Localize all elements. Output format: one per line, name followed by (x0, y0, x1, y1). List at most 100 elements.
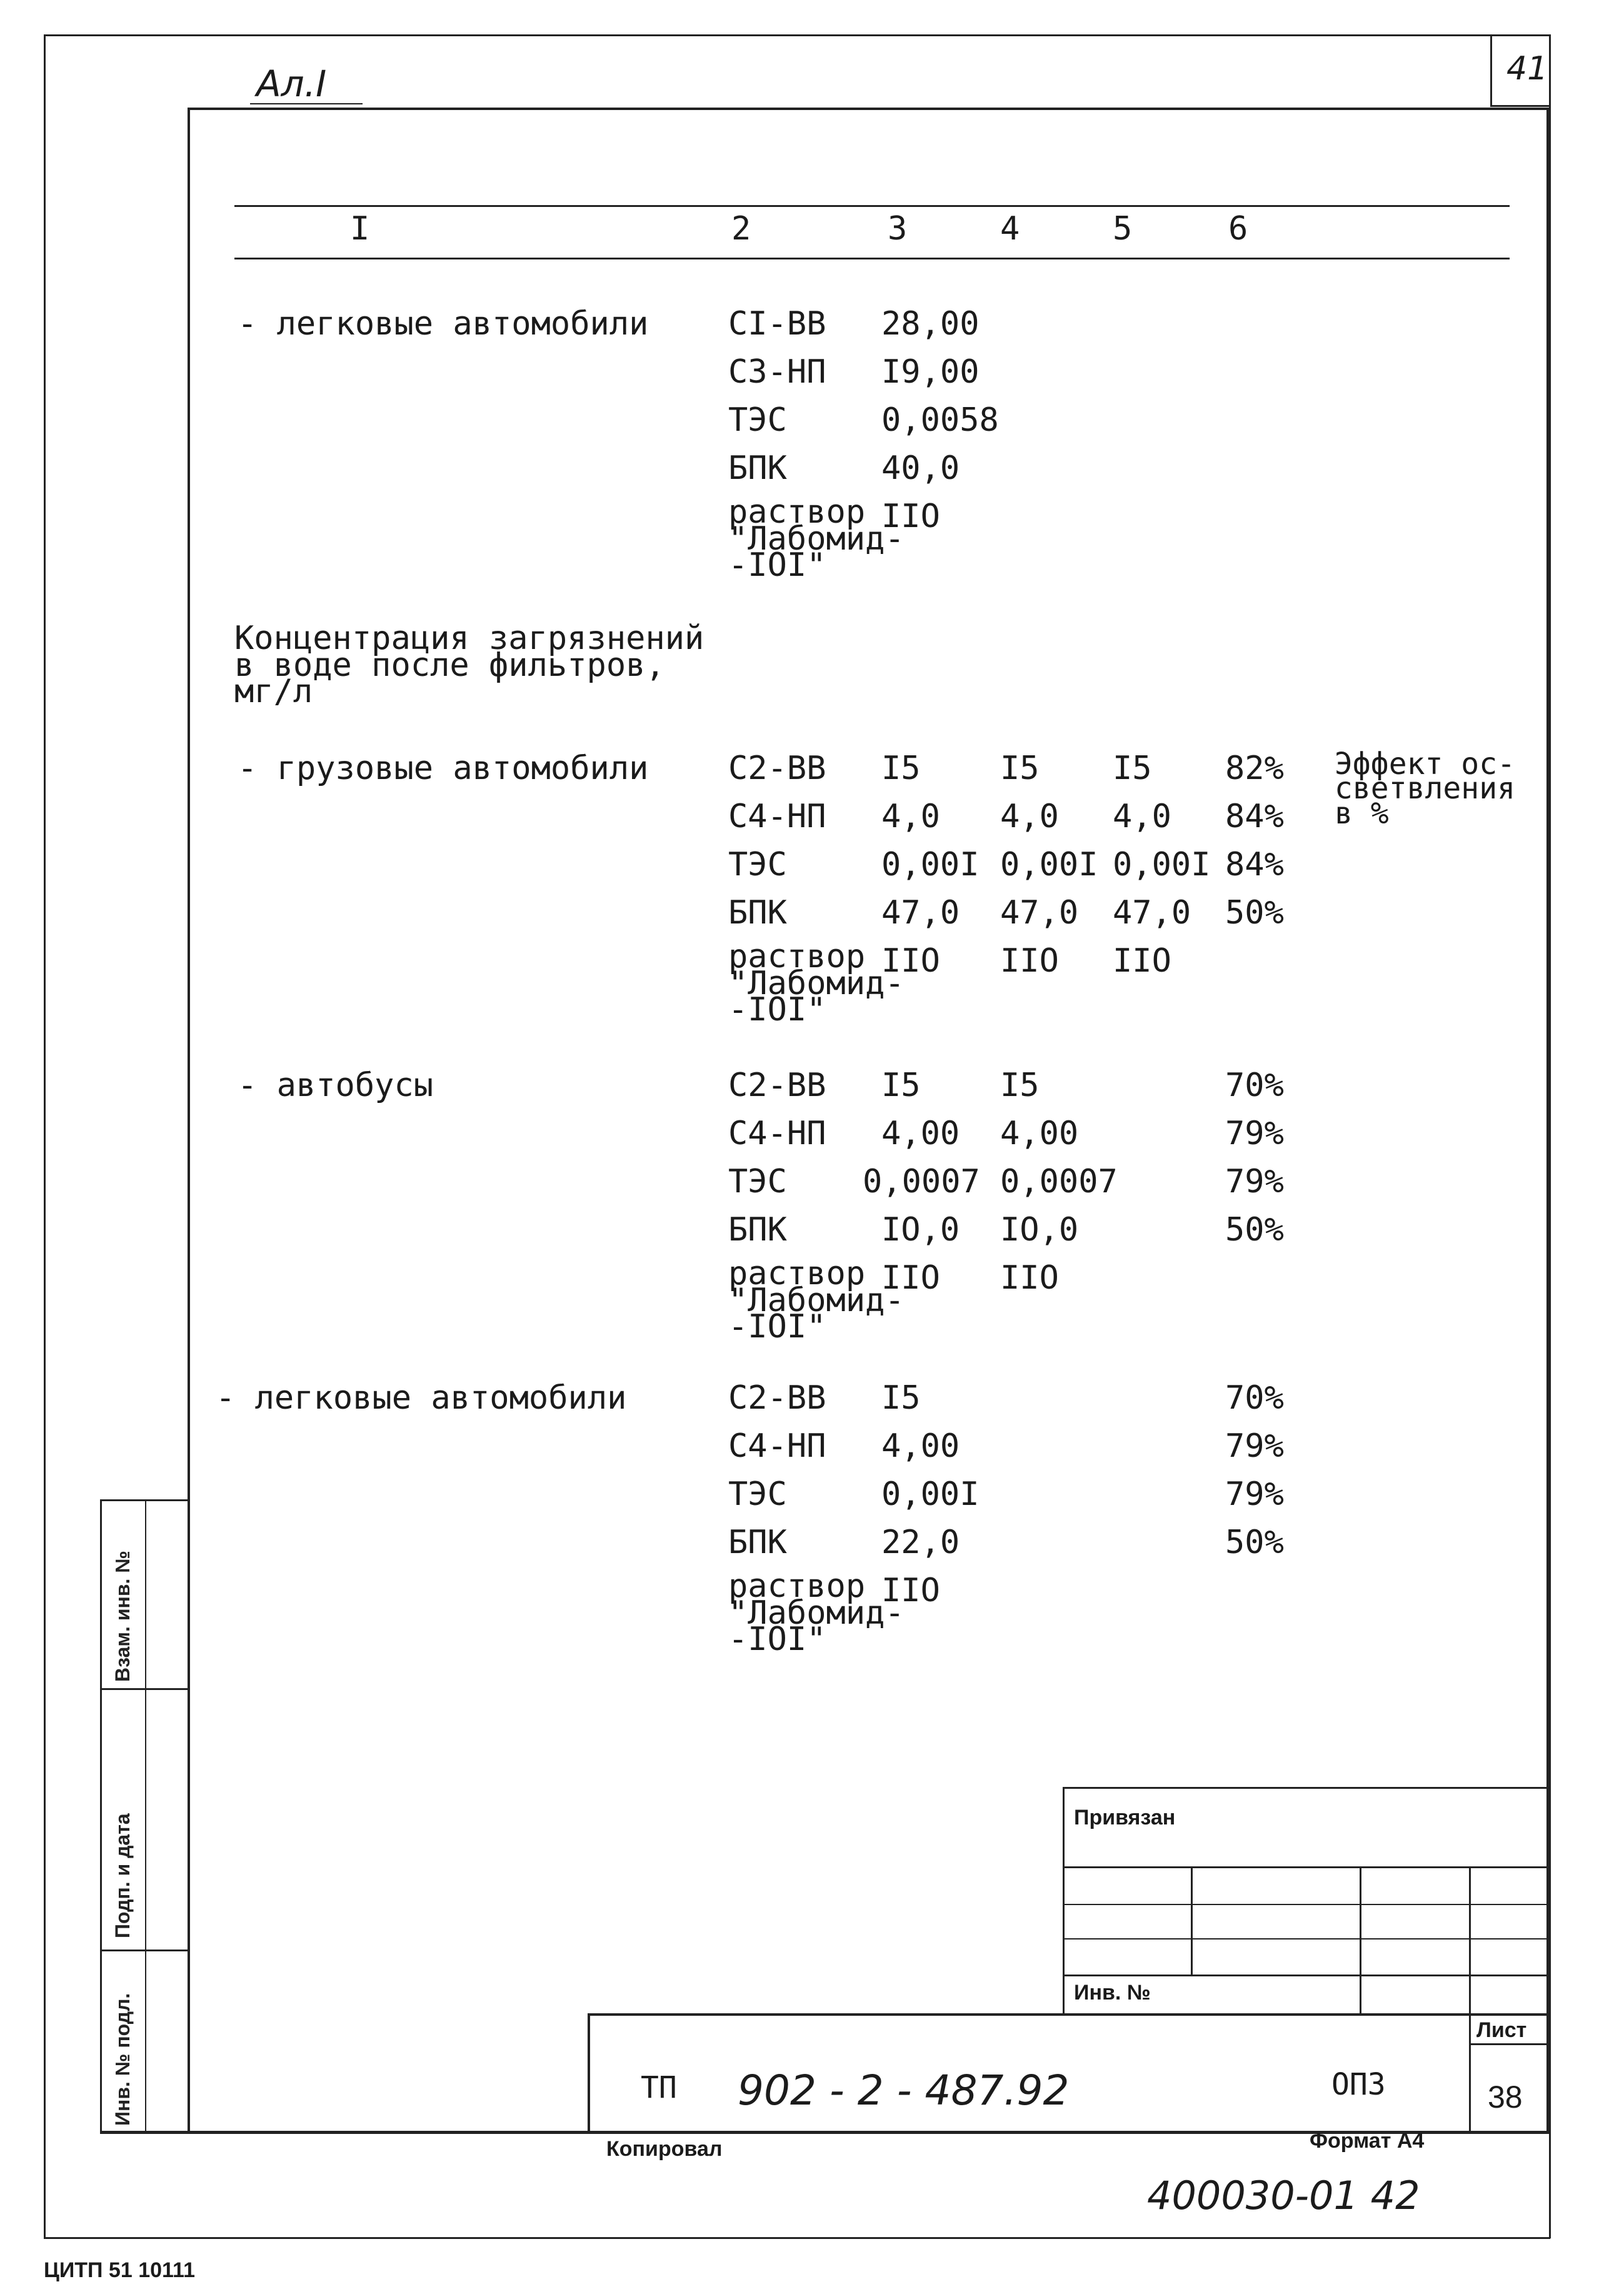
section3-row1-c4: 4,00 (1000, 1115, 1079, 1152)
section4-row3-c3: 22,0 (881, 1524, 960, 1561)
section2-row0-code: C2-BB (728, 750, 826, 787)
section3-row4-c4: IIO (1000, 1259, 1059, 1297)
header-rule-bottom (234, 258, 1510, 259)
section4-row2-c6: 79% (1225, 1476, 1284, 1513)
section1-row4-code: раствор "Лабомид- -IOI" (728, 493, 905, 585)
section2-row0-c3: I5 (881, 750, 921, 787)
section2-row3-c3: 47,0 (881, 894, 960, 932)
section4-row2-c3: 0,00I (881, 1476, 980, 1513)
section3-row2-c6: 79% (1225, 1163, 1284, 1200)
tb-col2 (1360, 1866, 1361, 2013)
section3-row1-code: C4-HП (728, 1115, 826, 1152)
top-left-note: Ал.I (256, 63, 327, 105)
stamp-inv-podl: Инв. № подл. (111, 1993, 134, 2126)
section4-row0-c3: I5 (881, 1379, 921, 1417)
section4-row2-code: ТЭС (728, 1476, 787, 1513)
section2-row0-c5: I5 (1113, 750, 1152, 787)
tb-col3 (1469, 1866, 1471, 2013)
section1-row3-code: БПК (728, 450, 787, 487)
section3-row3-c3: IO,0 (881, 1211, 960, 1249)
designation: 902 - 2 - 487.92 (738, 2066, 1070, 2115)
printer-stamp: ЦИТП 51 10111 (44, 2258, 195, 2282)
section1-label: - легковые автомобили (238, 305, 649, 343)
outer-border-right (1549, 34, 1551, 2238)
section3-row1-c3: 4,00 (881, 1115, 960, 1152)
section2-row1-c6: 84% (1225, 798, 1284, 835)
section2-row1-c4: 4,0 (1000, 798, 1059, 835)
format-label: Формат А4 (1310, 2129, 1425, 2153)
frame-bottom (100, 2131, 1549, 2134)
header-col-4: 4 (1000, 210, 1020, 248)
top-right-number-box (1490, 36, 1551, 107)
section2-row4-code: раствор "Лабомид- -IOI" (728, 938, 905, 1029)
outer-border-left (44, 34, 46, 2238)
section3-label: - автобусы (238, 1067, 434, 1104)
top-left-note-underline (250, 103, 363, 104)
header-col-2: 2 (731, 210, 751, 248)
stamp-col-top (100, 1499, 188, 1501)
sheet-number: 38 (1488, 2080, 1523, 2115)
section1-row3-c3: 40,0 (881, 450, 960, 487)
header-rule-top (234, 205, 1510, 207)
section1-row0-code: CI-BB (728, 305, 826, 343)
section2-row2-c6: 84% (1225, 846, 1284, 883)
section2-row3-c5: 47,0 (1113, 894, 1191, 932)
stamp-col-inner (145, 1499, 146, 2131)
section4-row0-code: C2-BB (728, 1379, 826, 1417)
section3-row2-c3: 0,0007 (863, 1163, 980, 1200)
section3-row0-code: C2-BB (728, 1067, 826, 1104)
section2-row2-c4: 0,00I (1000, 846, 1098, 883)
copied-label: Копировал (606, 2137, 723, 2161)
outer-border-bottom (44, 2237, 1550, 2239)
tb-row3 (1063, 1938, 1549, 1939)
header-col-1: I (350, 210, 370, 248)
section1-row1-code: C3-HП (728, 353, 826, 391)
section2-row3-code: БПК (728, 894, 787, 932)
section3-row3-code: БПК (728, 1211, 787, 1249)
frame-top (188, 108, 1549, 110)
section2-row2-code: ТЭС (728, 846, 787, 883)
section4-row3-c6: 50% (1225, 1524, 1284, 1561)
privyazan-label: Привязан (1074, 1806, 1176, 1829)
section2-row3-c6: 50% (1225, 894, 1284, 932)
section2-row3-c4: 47,0 (1000, 894, 1079, 932)
section4-row4-code: раствор "Лабомид- -IOI" (728, 1567, 905, 1659)
doc-type: ОПЗ (1331, 2067, 1386, 2102)
section2-row1-c5: 4,0 (1113, 798, 1171, 835)
header-col-5: 5 (1113, 210, 1133, 248)
section2-note: Эффект ос- светвления в % (1335, 747, 1515, 831)
section3-row3-c6: 50% (1225, 1211, 1284, 1249)
stamp-col-div2 (100, 1949, 188, 1951)
section2-row0-c6: 82% (1225, 750, 1284, 787)
tp-label: ТП (641, 2070, 677, 2105)
section2-label: - грузовые автомобили (238, 750, 649, 787)
header-col-6: 6 (1228, 210, 1248, 248)
section1-row1-c3: I9,00 (881, 353, 980, 391)
stamp-vzam-inv: Взам. инв. № (111, 1551, 134, 1682)
tb-col1 (1191, 1866, 1193, 1975)
section1-row4-c3: IIO (881, 498, 940, 535)
stamp-col-div1 (100, 1688, 188, 1690)
section1-row2-code: ТЭС (728, 401, 787, 439)
archive-number: 400030-01 42 (1147, 2173, 1420, 2218)
section3-row2-code: ТЭС (728, 1163, 787, 1200)
inv-no-label: Инв. № (1074, 1981, 1151, 2005)
stamp-col-divider (100, 1499, 102, 2131)
section4-row1-c6: 79% (1225, 1427, 1284, 1465)
frame-right (1546, 108, 1549, 2133)
section2-row2-c5: 0,00I (1113, 846, 1211, 883)
outer-border-top (44, 34, 1550, 36)
section3-row4-code: раствор "Лабомид- -IOI" (728, 1255, 905, 1346)
section4-row4-c3: IIO (881, 1572, 940, 1609)
section3-row0-c3: I5 (881, 1067, 921, 1104)
section3-row3-c4: IO,0 (1000, 1211, 1079, 1249)
section3-row2-c4: 0,0007 (1000, 1163, 1118, 1200)
section3-row4-c3: IIO (881, 1259, 940, 1297)
tb-row2 (1063, 1904, 1549, 1905)
section2-row0-c4: I5 (1000, 750, 1040, 787)
section2-row4-c4: IIO (1000, 942, 1059, 980)
stamp-sheet-divider (1469, 2013, 1471, 2132)
tb-row1 (1063, 1866, 1549, 1868)
section3-row1-c6: 79% (1225, 1115, 1284, 1152)
section2-row1-code: C4-HП (728, 798, 826, 835)
